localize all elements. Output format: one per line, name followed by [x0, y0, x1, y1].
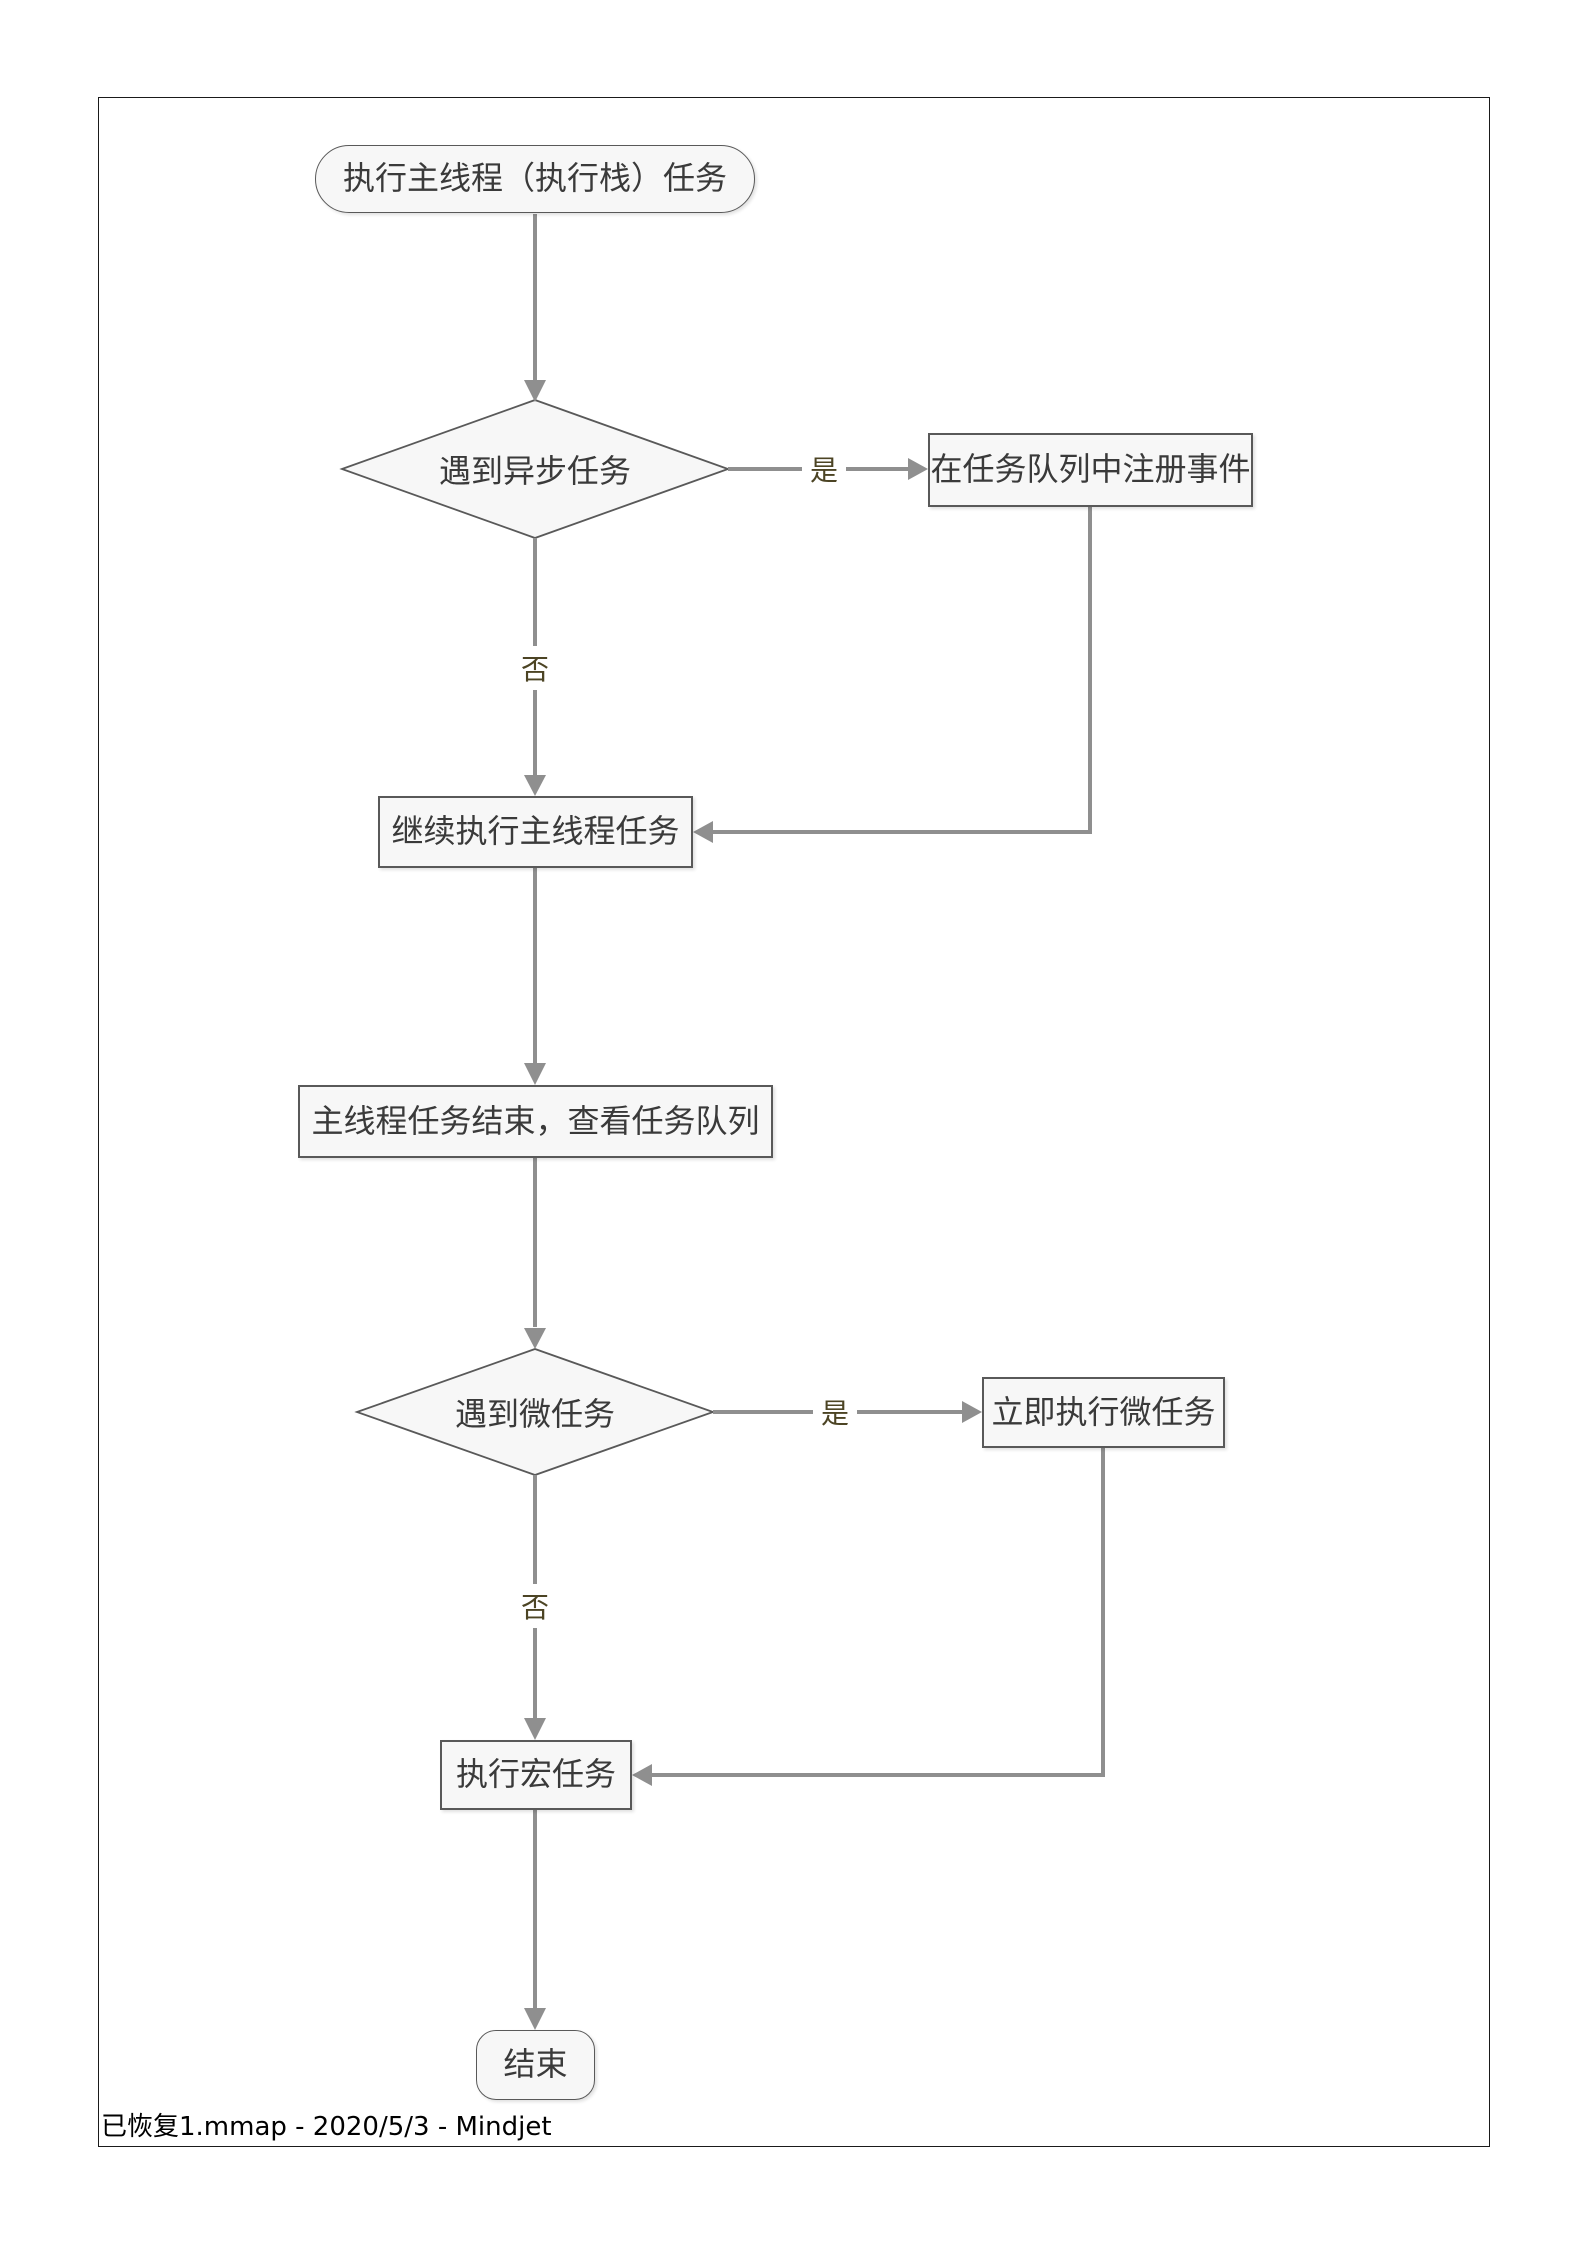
connector-line	[652, 1448, 1105, 1777]
edge-label-async-no: 否	[516, 648, 554, 688]
edge-label-micro-yes: 是	[816, 1392, 854, 1432]
node-continue-main: 继续执行主线程任务	[378, 796, 693, 868]
arrowhead-icon	[908, 458, 928, 480]
node-register-event: 在任务队列中注册事件	[928, 433, 1253, 507]
edge-label-micro-no: 否	[516, 1586, 554, 1626]
arrowhead-icon	[524, 380, 546, 402]
document-footer: 已恢复1.mmap - 2020/5/3 - Mindjet	[101, 2112, 552, 2142]
node-check-queue: 主线程任务结束，查看任务队列	[298, 1085, 773, 1158]
edge-label-async-yes: 是	[805, 449, 843, 489]
arrowhead-icon	[524, 2008, 546, 2030]
node-decision-micro-label: 遇到微任务	[454, 1395, 616, 1433]
connector-line	[713, 507, 1092, 834]
node-decision-async-label: 遇到异步任务	[438, 452, 632, 490]
arrowhead-icon	[962, 1401, 982, 1423]
arrowhead-icon	[693, 821, 713, 843]
node-run-micro: 立即执行微任务	[982, 1377, 1225, 1448]
node-start: 执行主线程（执行栈）任务	[315, 145, 755, 213]
arrowhead-icon	[632, 1764, 652, 1786]
arrowhead-icon	[524, 1718, 546, 1740]
node-run-macro: 执行宏任务	[440, 1740, 632, 1810]
arrowhead-icon	[524, 775, 546, 796]
arrowhead-icon	[524, 1063, 546, 1085]
arrowhead-icon	[524, 1328, 546, 1349]
node-end: 结束	[476, 2030, 595, 2100]
